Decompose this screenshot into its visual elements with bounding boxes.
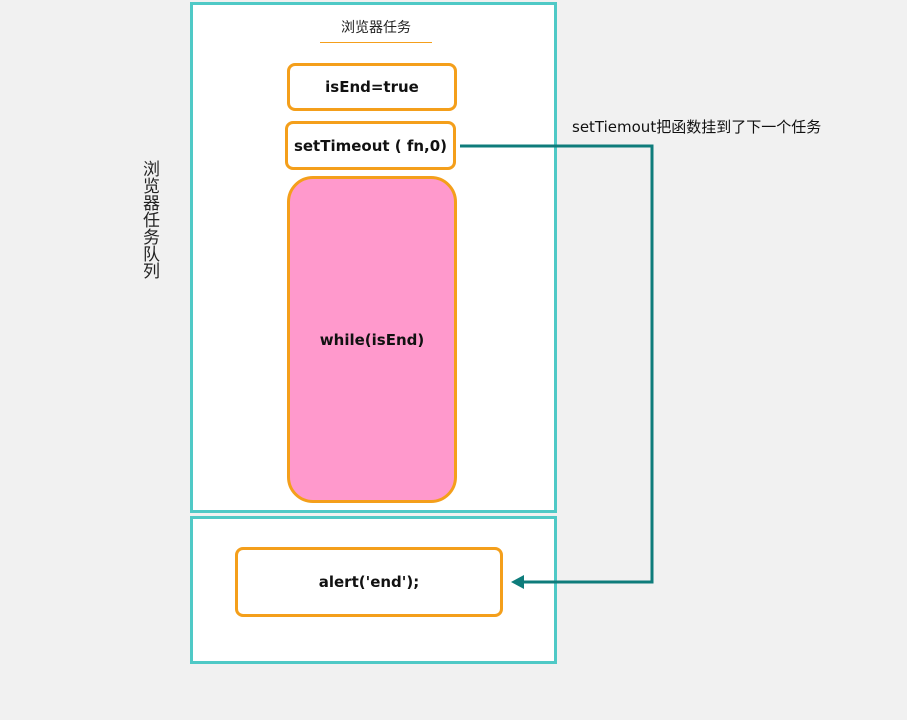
while-loop-box: while(isEnd) <box>287 176 457 503</box>
connector-path <box>460 144 654 584</box>
isend-assignment-box: isEnd=true <box>287 63 457 111</box>
task-title-underline <box>320 42 432 43</box>
arrowhead <box>511 575 524 589</box>
settimeout-call-box: setTimeout ( fn,0) <box>285 121 456 170</box>
arrow-annotation: setTiemout把函数挂到了下一个任务 <box>572 118 822 136</box>
alert-call-box: alert('end'); <box>235 547 503 617</box>
task-queue-label: 浏览器任务队列 <box>139 160 159 279</box>
task-title: 浏览器任务 <box>341 20 411 36</box>
